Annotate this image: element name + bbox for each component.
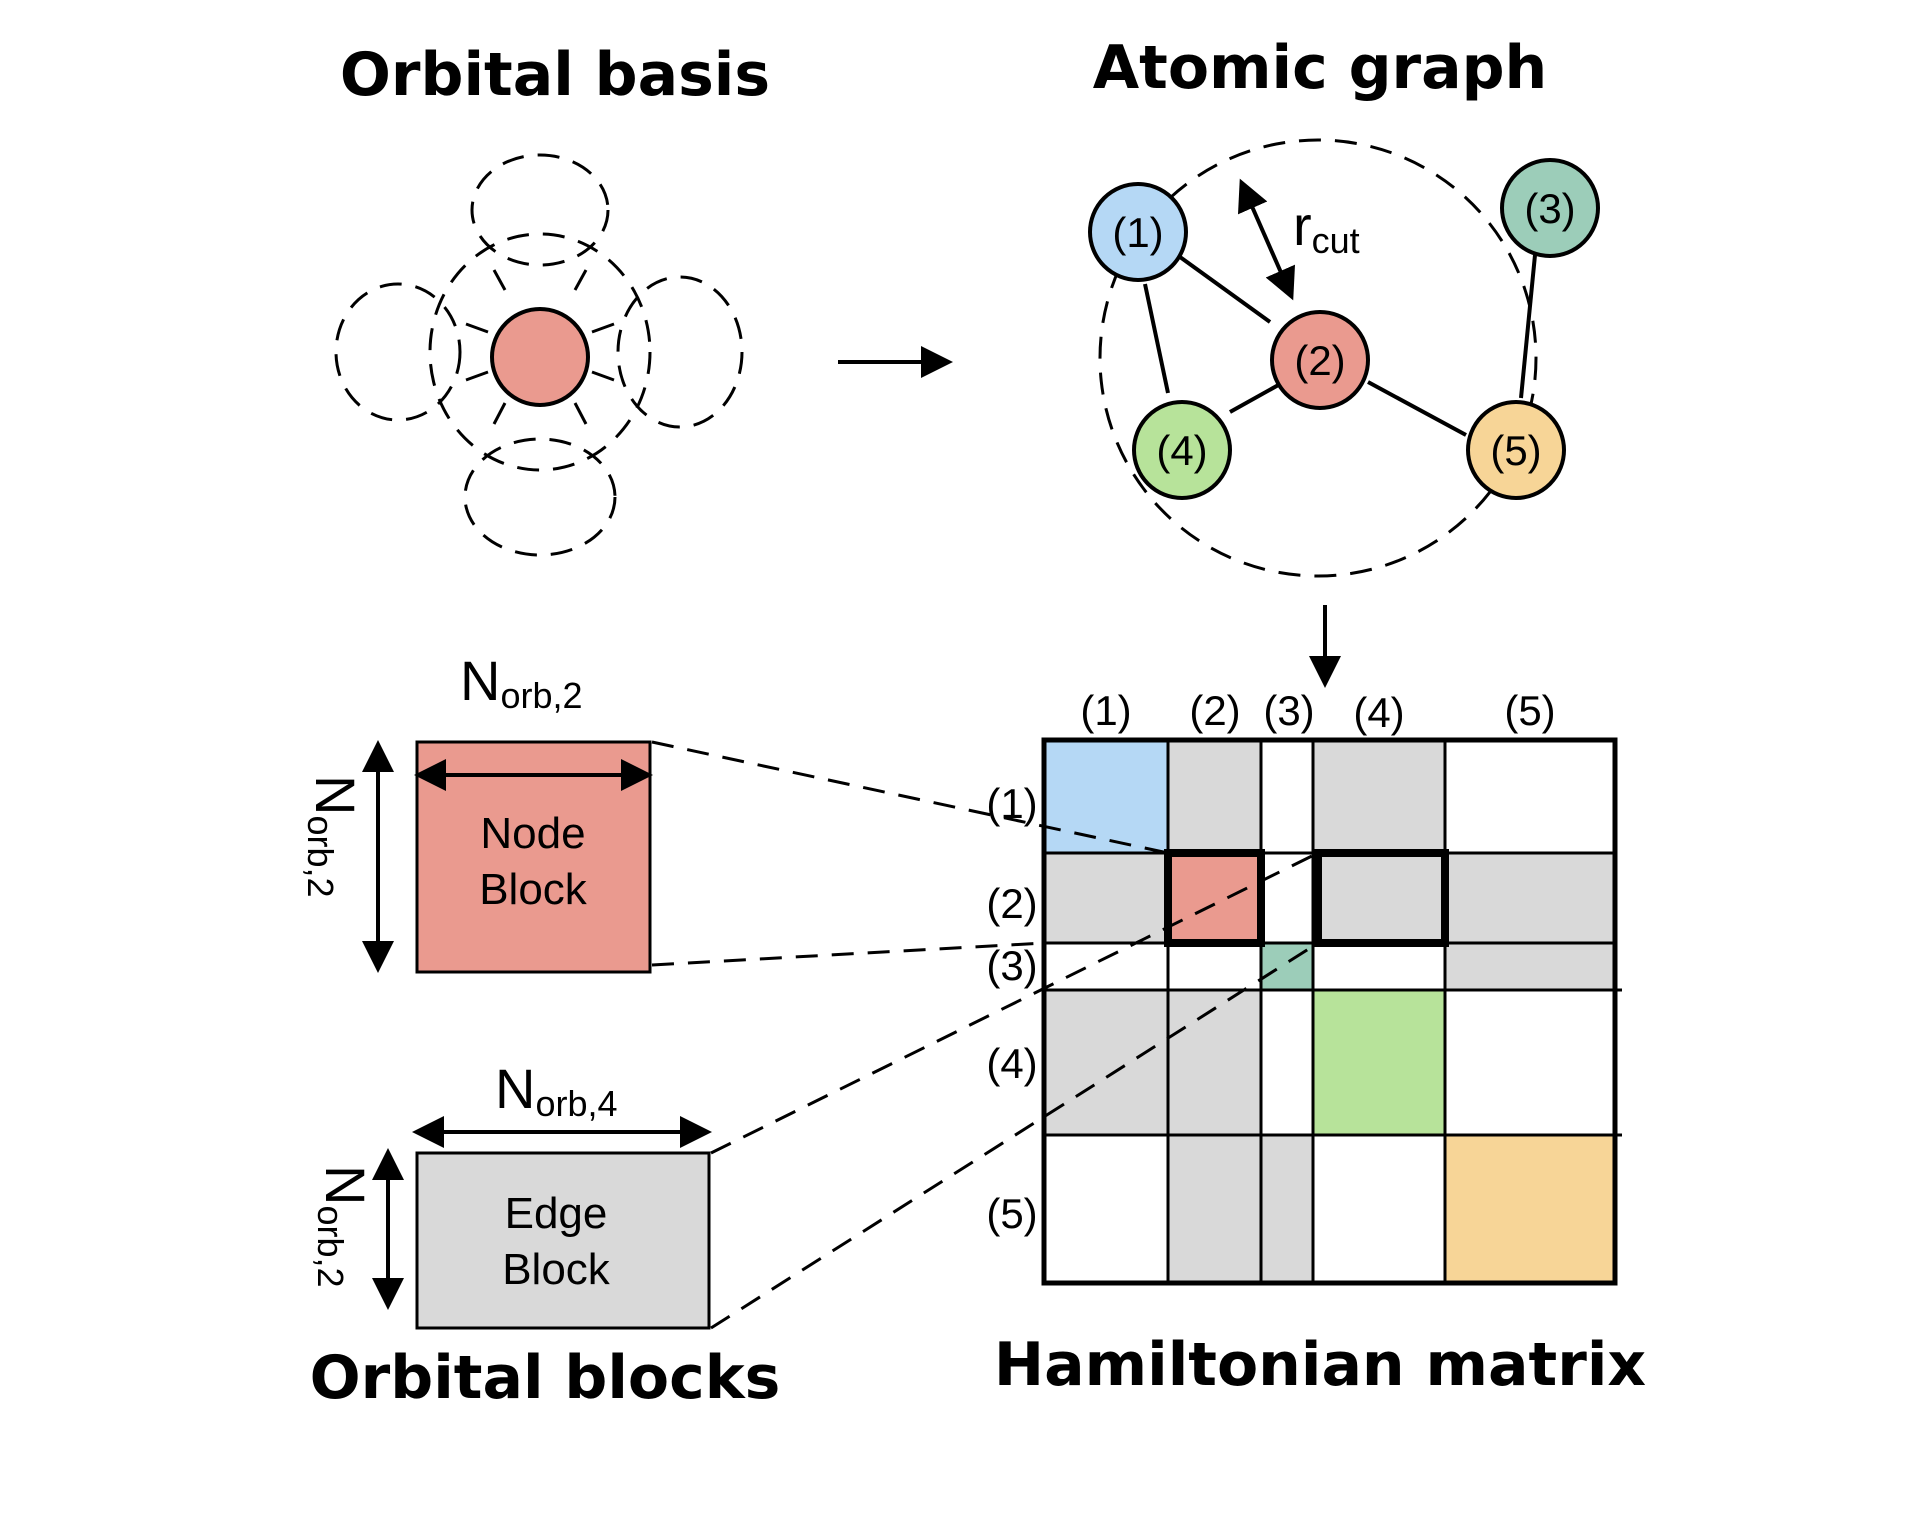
matrix-row-label-4: (4) (986, 1040, 1037, 1087)
edge-block-diagram: Edge Block Norb,4 Norb,2 (310, 1057, 712, 1330)
matrix-cell-5-2 (1168, 1135, 1261, 1283)
matrix-node-block-1 (1044, 740, 1168, 853)
graph-node-5 (1466, 400, 1566, 500)
orbital-basis-title: Orbital basis (340, 40, 770, 110)
node-block-height-label: Norb,2 (300, 775, 367, 898)
matrix-cell-1-2 (1168, 740, 1261, 853)
orbital-lobe-bottom (463, 437, 617, 557)
graph-edge-1-4 (1143, 283, 1170, 394)
graph-node-2 (1270, 310, 1370, 410)
matrix-node-block-5 (1445, 1135, 1615, 1283)
node-block-label-line1: Node (480, 809, 585, 858)
matrix-row-label-2: (2) (986, 880, 1037, 927)
matrix-cell-3-5 (1445, 943, 1615, 990)
orbital-basis-diagram (334, 153, 744, 557)
node-block-width-label: Norb,2 (460, 649, 583, 716)
matrix-col-label-1: (1) (1080, 687, 1131, 734)
matrix-col-label-3: (3) (1263, 687, 1314, 734)
connector-lines (651, 740, 1319, 1330)
graph-edge-3-5 (1519, 254, 1537, 399)
orbital-lobe-right (616, 275, 744, 429)
matrix-cell-1-4 (1313, 740, 1445, 853)
edge-block-width-label: Norb,4 (495, 1057, 618, 1124)
graph-node-4-label: (4) (1156, 427, 1207, 474)
matrix-node-block-4 (1313, 990, 1445, 1135)
edge-block-label-line2: Block (502, 1245, 611, 1294)
matrix-col-label-4: (4) (1353, 689, 1404, 736)
edge-block (415, 1151, 711, 1330)
hamiltonian-matrix: (1) (2) (3) (4) (5) (1) (2) (3) (4) (5) (986, 687, 1622, 1286)
matrix-frame (1041, 737, 1618, 1286)
cutoff-radius-circle (1098, 138, 1538, 578)
matrix-cell-5-3 (1261, 1135, 1313, 1283)
graph-edge-2-5 (1367, 380, 1467, 437)
graph-edge-2-4 (1229, 381, 1283, 414)
edge-block-height-label: Norb,2 (310, 1165, 377, 1288)
cutoff-arrow-icon (1238, 178, 1295, 301)
graph-node-4 (1132, 400, 1232, 500)
graph-node-5-label: (5) (1490, 427, 1541, 474)
matrix-edge-blocks (1044, 740, 1615, 1283)
matrix-col-label-5: (5) (1504, 687, 1555, 734)
matrix-node-block-2 (1168, 853, 1261, 943)
graph-node-1 (1088, 182, 1188, 282)
graph-node-3-label: (3) (1524, 185, 1575, 232)
cutoff-label: rcut (1293, 194, 1360, 261)
node-block-label-line2: Block (479, 865, 588, 914)
edge-block-label-line1: Edge (505, 1189, 608, 1238)
matrix-row-label-3: (3) (986, 942, 1037, 989)
matrix-cell-4-2 (1168, 990, 1261, 1135)
matrix-cell-2-4 (1313, 853, 1445, 943)
hamiltonian-matrix-title: Hamiltonian matrix (994, 1330, 1646, 1400)
matrix-cell-2-1 (1044, 853, 1168, 943)
matrix-highlight-edge-block (1314, 849, 1449, 947)
matrix-row-label-5: (5) (986, 1190, 1037, 1237)
node-block-diagram: Node Block Norb,2 Norb,2 (300, 649, 653, 974)
orbital-blocks-title: Orbital blocks (310, 1343, 781, 1413)
matrix-col-label-2: (2) (1189, 687, 1240, 734)
atom-nucleus (490, 307, 590, 407)
graph-edge-1-2 (1178, 255, 1272, 324)
graph-node-2-label: (2) (1294, 337, 1345, 384)
atomic-graph-diagram: rcut (1) (2) (3) (4) (5) (1088, 138, 1600, 578)
s-orbital-shell (428, 232, 652, 472)
orbital-lobe-top (470, 153, 610, 267)
atomic-graph-title: Atomic graph (1093, 33, 1548, 103)
matrix-cell-4-1 (1044, 990, 1168, 1135)
graph-node-1-label: (1) (1112, 209, 1163, 256)
graph-node-3 (1500, 158, 1600, 258)
orbital-lobe-left (334, 282, 462, 422)
matrix-cell-2-5 (1445, 853, 1615, 943)
matrix-highlight-node-block (1164, 849, 1265, 947)
